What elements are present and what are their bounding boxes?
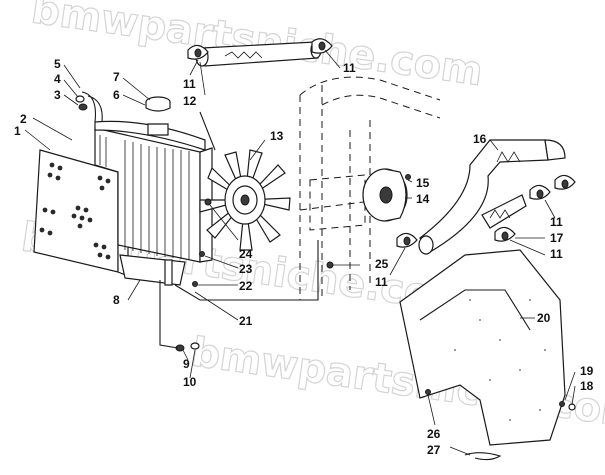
callout-27: 27 xyxy=(427,443,441,457)
callout-8: 8 xyxy=(113,293,120,307)
callout-1: 1 xyxy=(14,124,21,138)
callout-17: 17 xyxy=(550,231,564,245)
callout-11-lower-right-bottom: 11 xyxy=(550,247,563,261)
callout-19: 19 xyxy=(580,364,594,378)
fan-motor xyxy=(362,168,411,222)
callout-14: 14 xyxy=(416,192,430,206)
leader-lines xyxy=(24,49,576,456)
callout-6: 6 xyxy=(113,88,120,102)
callout-7: 7 xyxy=(113,70,120,84)
callout-11-lower-left: 11 xyxy=(375,275,388,289)
callout-9: 9 xyxy=(183,357,190,371)
frame-outline xyxy=(299,76,441,300)
callout-16: 16 xyxy=(473,132,487,146)
callout-11-upper-left: 11 xyxy=(183,77,196,91)
callout-3: 3 xyxy=(54,88,61,102)
callout-24: 24 xyxy=(239,247,253,261)
callout-18: 18 xyxy=(580,379,594,393)
overflow-hose xyxy=(75,91,103,123)
callout-4: 4 xyxy=(54,72,61,86)
callout-26: 26 xyxy=(427,427,441,441)
callout-11-lower-right-top: 11 xyxy=(550,215,563,229)
callout-5: 5 xyxy=(54,57,61,71)
radiator-cap xyxy=(145,96,171,112)
callout-23: 23 xyxy=(239,262,253,276)
callout-12: 12 xyxy=(183,94,197,108)
callout-22: 22 xyxy=(239,279,253,293)
cooling-fan xyxy=(199,149,291,251)
callout-10: 10 xyxy=(183,375,197,389)
side-panel xyxy=(399,249,566,446)
callout-2: 2 xyxy=(20,112,27,126)
callout-13: 13 xyxy=(270,129,284,143)
wire xyxy=(464,452,502,461)
callout-20: 20 xyxy=(537,311,551,325)
callout-15: 15 xyxy=(416,176,430,190)
callout-labels: 1 2 3 4 5 6 7 8 9 10 11 11 11 11 11 12 1… xyxy=(14,57,594,457)
callout-21: 21 xyxy=(239,314,253,328)
hardware xyxy=(159,240,576,411)
callout-25: 25 xyxy=(375,257,389,271)
lower-hose xyxy=(396,139,576,255)
callout-11-upper-right: 11 xyxy=(343,61,356,75)
upper-hose xyxy=(187,38,333,151)
